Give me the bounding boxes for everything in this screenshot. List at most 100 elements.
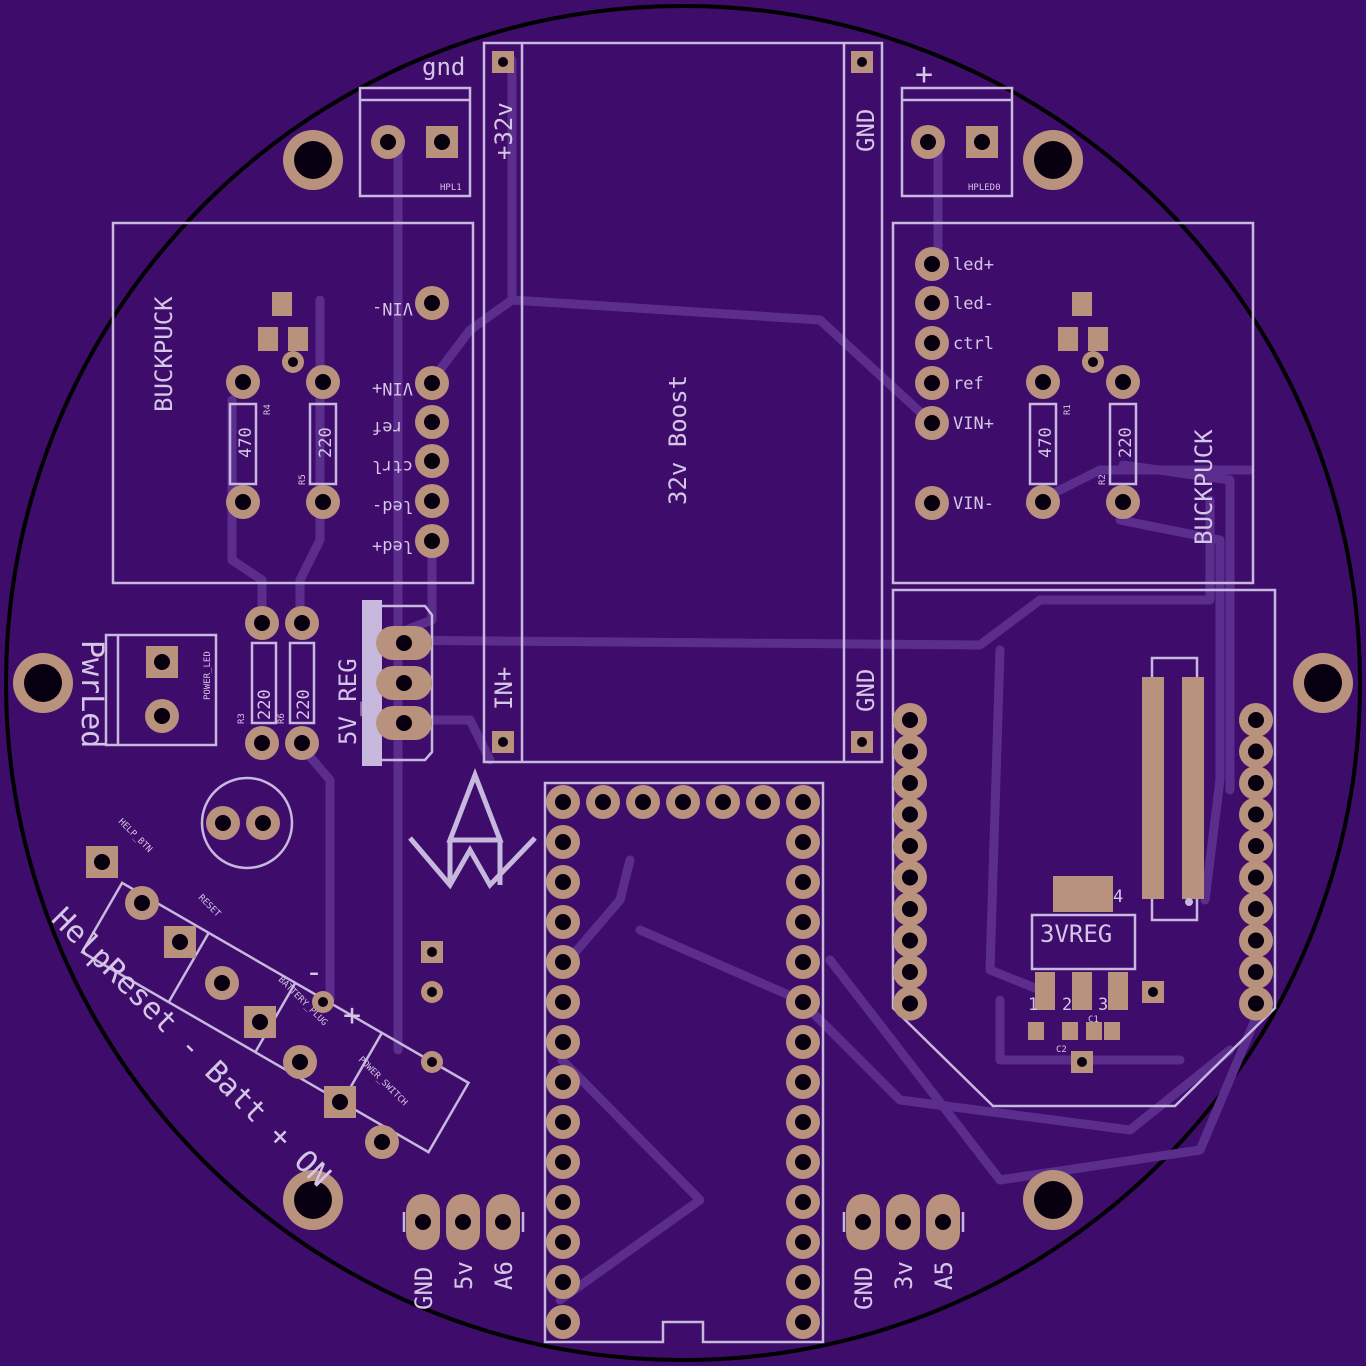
reg-pin-3: 3: [1098, 995, 1108, 1015]
r2-value: 220: [1116, 427, 1136, 458]
mounting-hole-r: [1293, 653, 1353, 713]
mcu-pin-left-2: [546, 865, 580, 899]
mcu-pin-right-4: [786, 945, 820, 979]
mcu-pin-left-10: [546, 1185, 580, 1219]
mcu-pin-right-11: [786, 1225, 820, 1259]
microcontroller-header: [543, 781, 825, 1344]
mounting-hole-l: [13, 653, 73, 713]
mcu-pin-right-5: [786, 985, 820, 1019]
mounting-hole-tr: [1023, 130, 1083, 190]
pwrled-label: PwrLed: [74, 640, 109, 748]
mcu-pin-top-3: [666, 785, 700, 819]
r2-label: R2: [1098, 474, 1108, 485]
mcu-pin-left-13: [546, 1305, 580, 1339]
help-btn-pad-2: [125, 886, 159, 920]
buck-left-pin-5: led+: [372, 536, 413, 556]
mcu-pin-right-12: [786, 1265, 820, 1299]
mcu-pin-left-4: [546, 945, 580, 979]
radio-pin-left-5: [893, 860, 927, 895]
reg-pin-2: 2: [1062, 995, 1072, 1015]
mcu-pin-top-5: [746, 785, 780, 819]
radio-pin-left-8: [893, 955, 927, 989]
r4-value: 470: [236, 427, 256, 458]
battery-plus-label: +: [343, 998, 361, 1033]
reset-pad-2: [205, 966, 239, 1000]
connector-power-led: POWER_LED PwrLed: [74, 633, 218, 748]
resistors-r3-r6: 220 220 R3 R6: [237, 606, 319, 760]
in-plus-label: IN+: [490, 667, 518, 710]
r5-label: R5: [298, 474, 308, 485]
mcu-pin-left-8: [546, 1105, 580, 1139]
buck-right-pin-0: led+: [953, 255, 994, 275]
hdr-left-pin-1: 5v: [450, 1261, 478, 1290]
via-3: [421, 1051, 443, 1073]
c1-label: C1: [1088, 1015, 1099, 1025]
regulator-5v: 5V_REG: [334, 600, 434, 766]
buck-left-pin-3: ctrl: [372, 456, 413, 476]
power-led-label: POWER_LED: [203, 651, 213, 700]
mcu-pin-right-6: [786, 1025, 820, 1059]
hdr-left-pin-0: GND: [410, 1267, 438, 1310]
plus-label-top: +: [915, 57, 933, 92]
mcu-pin-left-1: [546, 825, 580, 859]
boost-module: +32v GND IN+ GND 32v Boost: [482, 41, 884, 764]
hpl1-label: HPL1: [440, 183, 462, 193]
buck-right-pin-2: ctrl: [953, 334, 994, 354]
hdr-left-pin-2: A6: [490, 1261, 518, 1290]
radio-pin-left-6: [893, 892, 927, 926]
r1-label: R1: [1063, 404, 1073, 415]
mounting-hole-br: [1023, 1170, 1083, 1230]
mcu-pin-left-12: [546, 1265, 580, 1299]
mcu-pin-top-1: [586, 785, 620, 819]
radio-pin-left-4: [893, 829, 927, 863]
mcu-pin-right-1: [786, 825, 820, 859]
mcu-pin-right-3: [786, 905, 820, 939]
header-right: GND 3v A5: [842, 1194, 965, 1310]
power-switch-pad-2: [365, 1125, 399, 1159]
radio-pin-right-7: [1239, 923, 1273, 958]
r4-label: R4: [263, 404, 273, 415]
mcu-pin-left-7: [546, 1065, 580, 1099]
battery-test-pad: [312, 991, 334, 1013]
radio-pin-right-0: [1239, 703, 1273, 737]
radio-pin-left-9: [893, 986, 927, 1021]
radio-pin-right-3: [1239, 797, 1273, 832]
buck-left-pin-1: VIN+: [372, 378, 413, 398]
r1-value: 470: [1036, 427, 1056, 458]
help-btn-pad-1: [86, 846, 118, 878]
buckpuck-right: BUCKPUCK led+ led- ctrl ref VIN+ VIN- 47…: [891, 221, 1255, 585]
r6-label: R6: [277, 713, 287, 724]
mcu-pin-right-10: [786, 1185, 820, 1219]
hdr-right-pin-2: A5: [930, 1261, 958, 1290]
power-switch-pad-1: [324, 1086, 356, 1118]
reset-pad-1: [164, 926, 196, 958]
radio-pin-left-2: [893, 766, 927, 800]
buckpuck-left-label: BUCKPUCK: [150, 296, 178, 412]
boost-label: 32v Boost: [664, 375, 692, 505]
radio-pin-right-2: [1239, 766, 1273, 800]
battery-pad-2: [283, 1045, 317, 1079]
hpled0-label: HPLED0: [968, 183, 1001, 193]
mcu-pin-right-7: [786, 1065, 820, 1099]
header-left: GND 5v A6: [402, 1194, 525, 1310]
r3-value: 220: [255, 689, 275, 720]
board-outline: [4, 4, 1362, 1362]
gnd-bottom-label: GND: [852, 669, 880, 712]
radio-pin-right-6: [1239, 892, 1273, 926]
indicator-led: [200, 776, 294, 870]
gnd-top-label: GND: [852, 109, 880, 152]
r5-value: 220: [316, 427, 336, 458]
buckpuck-right-label: BUCKPUCK: [1190, 429, 1218, 545]
buck-left-pin-4: led-: [372, 496, 413, 516]
r3-label: R3: [237, 713, 247, 724]
radio-pin-left-0: [893, 703, 927, 737]
hdr-right-pin-1: 3v: [890, 1261, 918, 1290]
mcu-pin-right-13: [786, 1305, 820, 1339]
r6-value: 220: [294, 689, 314, 720]
battery-minus-label: -: [305, 955, 323, 990]
radio-pin-left-1: [893, 734, 927, 769]
mcu-pin-right-9: [786, 1145, 820, 1179]
mcu-pin-left-6: [546, 1025, 580, 1059]
reg-pin-4: 4: [1113, 887, 1123, 907]
radio-module: 3VREG 1 2 3 4 C2 C1: [891, 588, 1277, 1108]
